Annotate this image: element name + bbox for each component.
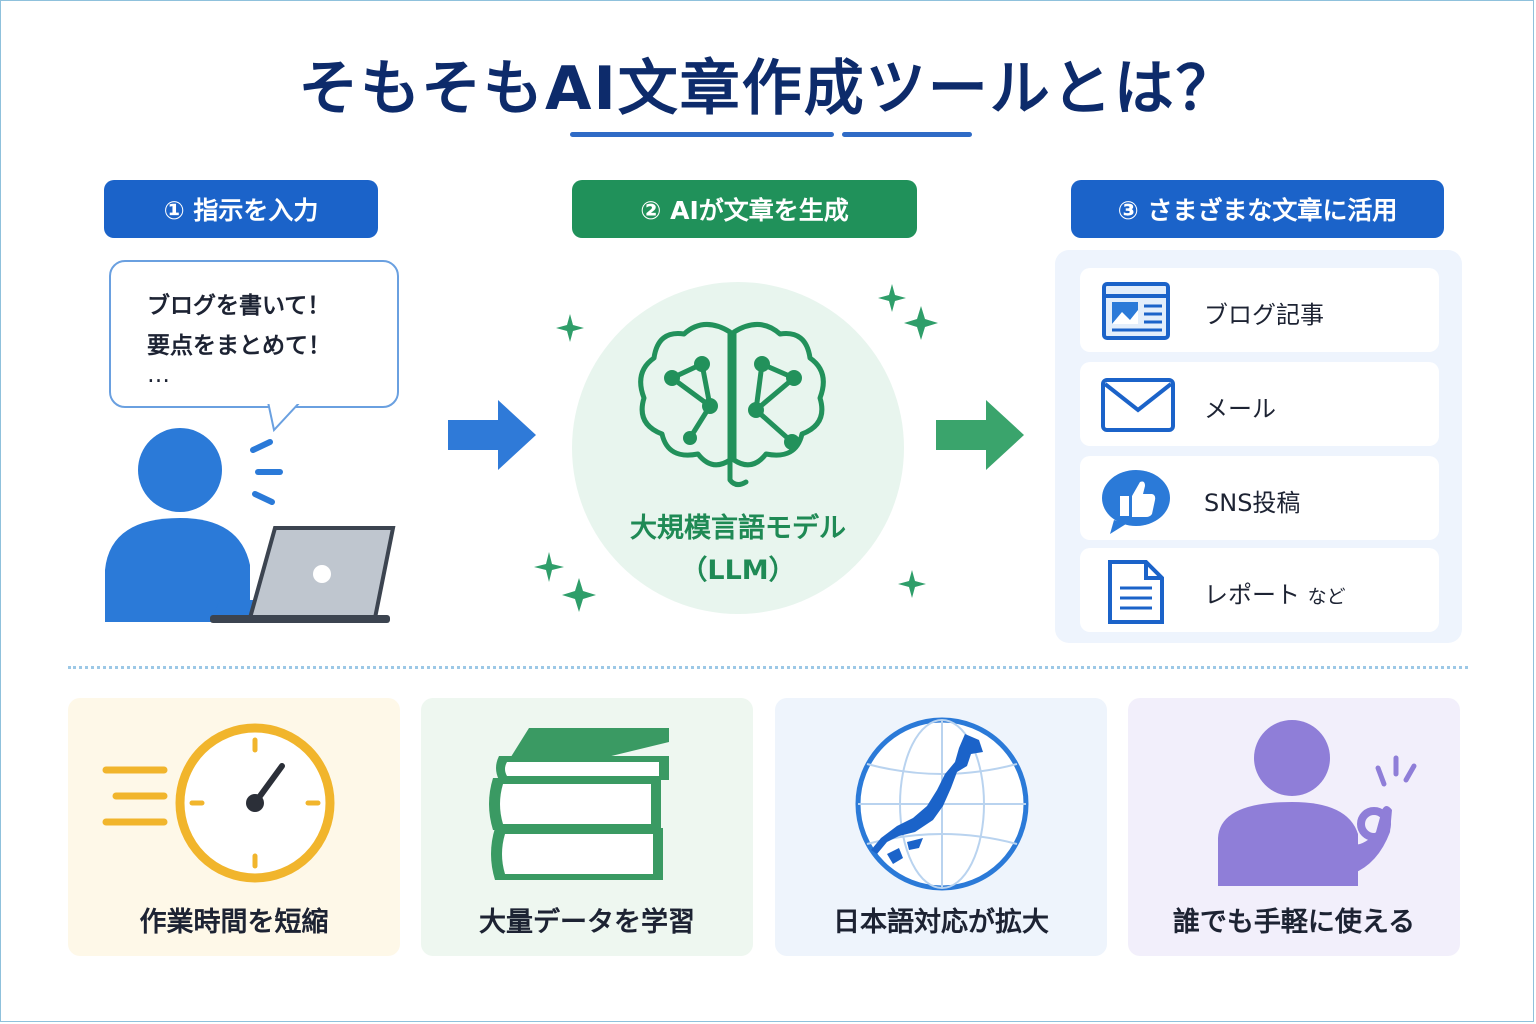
feature-card-easy: 誰でも手軽に使える <box>1128 698 1460 956</box>
use-item-sns: SNS投稿 <box>1080 456 1439 540</box>
sparkle-icon <box>534 552 564 582</box>
llm-name: 大規模言語モデル <box>630 513 846 544</box>
sparkle-icon <box>556 314 584 342</box>
arrow-right-blue-icon <box>448 400 536 470</box>
speech-bubble: ブログを書いて！ 要点をまとめて！ … <box>109 260 399 408</box>
document-icon <box>1108 560 1164 624</box>
feature-label-japanese: 日本語対応が拡大 <box>833 907 1049 938</box>
clock-icon <box>102 723 335 883</box>
use-label-mail: メール <box>1204 395 1276 423</box>
books-icon <box>489 728 669 880</box>
use-label-report-suffix: など <box>1307 586 1346 608</box>
step-1-label: ① 指示を入力 <box>104 180 378 238</box>
use-label-sns: SNS投稿 <box>1204 489 1301 517</box>
sparkle-icon <box>898 570 926 598</box>
use-item-mail: メール <box>1080 362 1439 446</box>
sparkle-icon <box>562 578 596 612</box>
feature-label-easy: 誰でも手軽に使える <box>1172 907 1416 938</box>
feature-label-time: 作業時間を短縮 <box>139 907 329 938</box>
section-divider <box>68 666 1468 669</box>
feature-label-data: 大量データを学習 <box>479 907 695 938</box>
bubble-line-1: ブログを書いて！ <box>147 293 331 319</box>
feature-card-time: 作業時間を短縮 <box>68 698 400 956</box>
step-2-label: ② AIが文章を生成 <box>572 180 917 238</box>
llm-abbr: （LLM） <box>680 555 796 586</box>
title-underline-right <box>842 132 972 137</box>
use-label-report: レポート など <box>1204 575 1346 610</box>
use-item-report: レポート など <box>1080 548 1439 632</box>
title-underline-left <box>570 132 834 137</box>
sparkle-icon <box>878 284 906 312</box>
globe-japan-icon <box>855 717 1029 891</box>
speech-bubble-tail <box>266 400 303 433</box>
bubble-line-3: … <box>147 362 170 388</box>
blog-article-icon <box>1102 282 1170 340</box>
use-item-blog: ブログ記事 <box>1080 268 1439 352</box>
feature-card-data: 大量データを学習 <box>421 698 753 956</box>
sparkle-icon <box>904 306 938 340</box>
thumbs-up-icon <box>1102 470 1170 534</box>
llm-circle <box>572 282 904 614</box>
bubble-line-2: 要点をまとめて！ <box>147 333 331 359</box>
step-3-label: ③ さまざまな文章に活用 <box>1071 180 1444 238</box>
use-label-blog: ブログ記事 <box>1204 301 1324 329</box>
person-at-laptop-icon <box>105 428 396 623</box>
page-title: そもそもAI文章作成ツールとは？ <box>298 54 1238 124</box>
mail-envelope-icon <box>1101 378 1175 432</box>
use-label-report-text: レポート <box>1204 581 1300 609</box>
feature-card-japanese: 日本語対応が拡大 <box>775 698 1107 956</box>
person-ok-icon <box>1218 720 1417 886</box>
arrow-right-green-icon <box>936 400 1024 470</box>
brain-network-icon <box>638 322 826 488</box>
